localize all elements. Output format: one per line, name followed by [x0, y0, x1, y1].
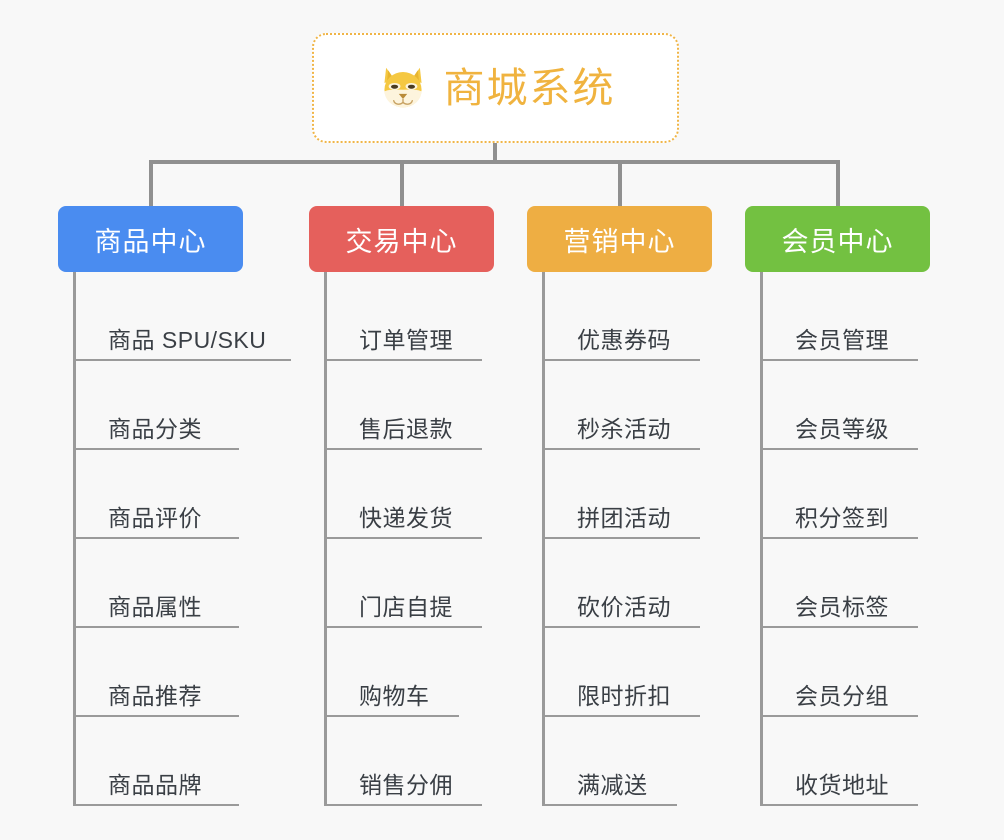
leaf-underline [76, 448, 239, 450]
leaf-underline [545, 359, 700, 361]
leaf-underline [763, 448, 918, 450]
connector-drop-member-center [836, 160, 840, 208]
list-item[interactable]: 商品评价 [76, 450, 266, 539]
list-item[interactable]: 会员管理 [763, 272, 930, 361]
branch-product-center: 商品中心 商品 SPU/SKU 商品分类 商品评价 商品属性 商品推荐 [58, 206, 291, 806]
list-item[interactable]: 积分签到 [763, 450, 930, 539]
root-node[interactable]: 商城系统 [312, 33, 679, 143]
leaf-underline [76, 626, 239, 628]
list-item[interactable]: 优惠券码 [545, 272, 712, 361]
leaf-underline [763, 626, 918, 628]
list-item[interactable]: 拼团活动 [545, 450, 712, 539]
list-item[interactable]: 商品推荐 [76, 628, 266, 717]
leaf-underline [763, 537, 918, 539]
list-item[interactable]: 商品 SPU/SKU [76, 272, 291, 361]
leaf-list-member-center: 会员管理 会员等级 积分签到 会员标签 会员分组 收货地址 [760, 272, 930, 806]
leaf-label: 门店自提 [359, 593, 453, 620]
leaf-label: 限时折扣 [577, 682, 671, 709]
list-item[interactable]: 会员等级 [763, 361, 930, 450]
list-item[interactable]: 秒杀活动 [545, 361, 712, 450]
list-item[interactable]: 商品属性 [76, 539, 266, 628]
list-item[interactable]: 商品品牌 [76, 717, 266, 806]
leaf-label: 快递发货 [359, 504, 453, 531]
leaf-underline [545, 804, 677, 806]
list-item[interactable]: 售后退款 [327, 361, 494, 450]
connector-drop-trade-center [400, 160, 404, 208]
list-item[interactable]: 快递发货 [327, 450, 494, 539]
leaf-underline [763, 804, 918, 806]
shiba-dog-emoji [383, 67, 422, 110]
leaf-label: 商品 SPU/SKU [108, 326, 267, 353]
list-item[interactable]: 门店自提 [327, 539, 494, 628]
leaf-label: 拼团活动 [577, 504, 671, 531]
leaf-underline [76, 537, 239, 539]
connector-drop-product-center [149, 160, 153, 208]
leaf-underline [327, 626, 482, 628]
list-item[interactable]: 会员分组 [763, 628, 930, 717]
leaf-label: 商品推荐 [108, 682, 202, 709]
connector-drop-marketing-center [618, 160, 622, 208]
list-item[interactable]: 砍价活动 [545, 539, 712, 628]
leaf-underline [545, 626, 700, 628]
list-item[interactable]: 商品分类 [76, 361, 266, 450]
leaf-underline [76, 359, 291, 361]
list-item[interactable]: 订单管理 [327, 272, 494, 361]
category-header-marketing-center[interactable]: 营销中心 [527, 206, 712, 272]
leaf-label: 会员标签 [795, 593, 889, 620]
leaf-underline [76, 715, 239, 717]
leaf-underline [545, 715, 700, 717]
list-item[interactable]: 会员标签 [763, 539, 930, 628]
leaf-label: 售后退款 [359, 415, 453, 442]
list-item[interactable]: 购物车 [327, 628, 494, 717]
leaf-label: 优惠券码 [577, 326, 671, 353]
leaf-list-product-center: 商品 SPU/SKU 商品分类 商品评价 商品属性 商品推荐 商品品牌 [73, 272, 291, 806]
leaf-label: 销售分佣 [359, 771, 453, 798]
leaf-underline [327, 448, 482, 450]
branch-marketing-center: 营销中心 优惠券码 秒杀活动 拼团活动 砍价活动 限时折扣 [527, 206, 712, 806]
leaf-label: 会员等级 [795, 415, 889, 442]
leaf-underline [327, 537, 482, 539]
leaf-label: 积分签到 [795, 504, 889, 531]
list-item[interactable]: 收货地址 [763, 717, 930, 806]
root-title: 商城系统 [443, 64, 616, 111]
branch-member-center: 会员中心 会员管理 会员等级 积分签到 会员标签 会员分组 [745, 206, 930, 806]
list-item[interactable]: 满减送 [545, 717, 712, 806]
connector-horizontal-bus [149, 160, 839, 164]
category-header-product-center[interactable]: 商品中心 [58, 206, 243, 272]
leaf-underline [327, 359, 482, 361]
leaf-label: 秒杀活动 [577, 415, 671, 442]
leaf-label: 商品品牌 [108, 771, 202, 798]
leaf-list-marketing-center: 优惠券码 秒杀活动 拼团活动 砍价活动 限时折扣 满减送 [542, 272, 712, 806]
leaf-underline [327, 715, 459, 717]
leaf-underline [327, 804, 482, 806]
leaf-label: 购物车 [359, 682, 430, 709]
leaf-label: 收货地址 [795, 771, 889, 798]
leaf-label: 商品评价 [108, 504, 202, 531]
leaf-underline [76, 804, 239, 806]
branch-trade-center: 交易中心 订单管理 售后退款 快递发货 门店自提 购物车 [309, 206, 494, 806]
leaf-label: 商品分类 [108, 415, 202, 442]
leaf-underline [545, 537, 700, 539]
leaf-label: 会员分组 [795, 682, 889, 709]
leaf-label: 满减送 [577, 771, 648, 798]
leaf-label: 会员管理 [795, 326, 889, 353]
leaf-list-trade-center: 订单管理 售后退款 快递发货 门店自提 购物车 销售分佣 [324, 272, 494, 806]
category-header-trade-center[interactable]: 交易中心 [309, 206, 494, 272]
leaf-underline [545, 448, 700, 450]
list-item[interactable]: 销售分佣 [327, 717, 494, 806]
leaf-underline [763, 359, 918, 361]
leaf-underline [763, 715, 918, 717]
category-header-member-center[interactable]: 会员中心 [745, 206, 930, 272]
list-item[interactable]: 限时折扣 [545, 628, 712, 717]
leaf-label: 订单管理 [359, 326, 453, 353]
leaf-label: 商品属性 [108, 593, 202, 620]
leaf-label: 砍价活动 [577, 593, 671, 620]
connector-root-stem [493, 143, 497, 163]
